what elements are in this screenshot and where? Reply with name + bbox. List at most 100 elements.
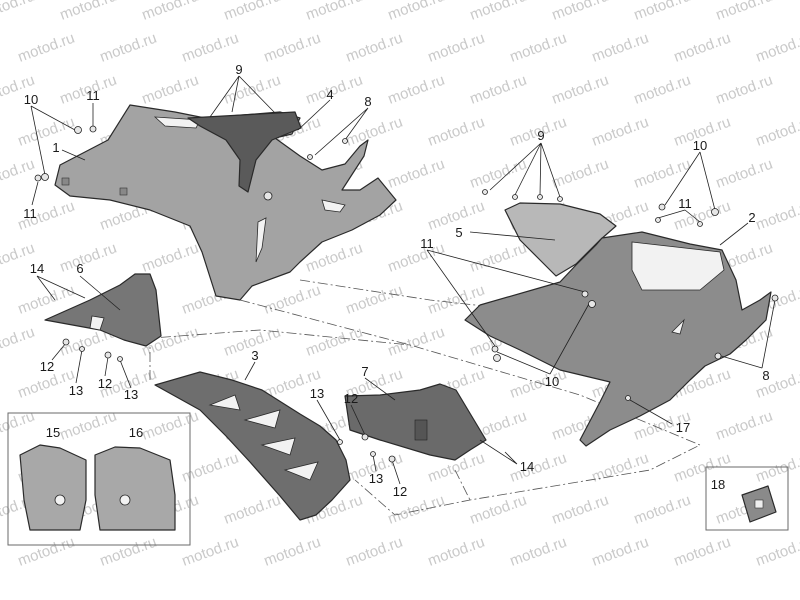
watermark-text: motod.ru xyxy=(16,534,77,570)
callout-label: 12 xyxy=(98,376,112,391)
watermark-text: motod.ru xyxy=(590,30,651,66)
watermark-text: motod.ru xyxy=(386,72,447,108)
callout-label: 13 xyxy=(369,471,383,486)
screw-icon xyxy=(104,351,112,359)
callout-label: 8 xyxy=(762,368,769,383)
watermark-text: motod.ru xyxy=(468,72,529,108)
screw-icon xyxy=(388,455,396,463)
watermark-text: motod.ru xyxy=(386,324,447,360)
callout-label: 15 xyxy=(46,425,60,440)
washer-icon xyxy=(34,174,42,182)
watermark-text: motod.ru xyxy=(590,114,651,150)
washer-icon xyxy=(117,356,123,362)
part-6-left-bracket xyxy=(44,273,162,347)
bolt-icon xyxy=(711,208,719,216)
watermark-text: motod.ru xyxy=(508,450,569,486)
screw-icon xyxy=(361,433,369,441)
fasteners xyxy=(34,125,779,463)
watermark-text: motod.ru xyxy=(344,534,405,570)
watermark-text: motod.ru xyxy=(632,72,693,108)
watermark-text: motod.ru xyxy=(550,492,611,528)
callout-label: 2 xyxy=(748,210,755,225)
watermark-text: motod.ru xyxy=(754,30,800,66)
callout-label: 13 xyxy=(310,386,324,401)
watermark-text: motod.ru xyxy=(58,240,119,276)
callout-label: 7 xyxy=(361,364,368,379)
watermark-text: motod.ru xyxy=(468,492,529,528)
callout-label: 12 xyxy=(344,391,358,406)
watermark-text: motod.ru xyxy=(98,534,159,570)
watermark-text: motod.ru xyxy=(508,30,569,66)
watermark-text: motod.ru xyxy=(754,450,800,486)
watermark-text: motod.ru xyxy=(386,156,447,192)
watermark-text: motod.ru xyxy=(262,534,323,570)
watermark-text: motod.ru xyxy=(632,0,693,24)
assembly-line xyxy=(239,299,701,516)
callout-label: 8 xyxy=(364,94,371,109)
watermark-text: motod.ru xyxy=(180,30,241,66)
watermark-text: motod.ru xyxy=(222,0,283,24)
washer-icon xyxy=(581,290,589,298)
sticker-box-frame xyxy=(7,412,191,546)
watermark-text: motod.ru xyxy=(16,30,77,66)
watermark-text: motod.ru xyxy=(632,492,693,528)
watermark-text: motod.ru xyxy=(0,0,37,24)
watermark-text: motod.ru xyxy=(16,114,77,150)
watermark-text: motod.ru xyxy=(754,114,800,150)
callout-label: 4 xyxy=(326,87,333,102)
watermark-text: motod.ru xyxy=(426,30,487,66)
watermark-text: motod.ru xyxy=(426,534,487,570)
watermark-text: motod.ru xyxy=(754,198,800,234)
watermark-text: motod.ru xyxy=(140,240,201,276)
callout-label: 17 xyxy=(676,420,690,435)
watermark-text: motod.ru xyxy=(754,534,800,570)
assembly-lines xyxy=(124,279,701,516)
bolt-icon xyxy=(588,300,596,308)
callout-label: 16 xyxy=(129,425,143,440)
watermark-text: motod.ru xyxy=(344,282,405,318)
callout-label: 10 xyxy=(24,92,38,107)
part-18-box xyxy=(705,466,789,531)
callout-label: 13 xyxy=(69,383,83,398)
washer-icon xyxy=(512,194,518,200)
sticker-kit-box xyxy=(7,412,191,546)
washer-icon xyxy=(537,194,543,200)
part-7-right-bracket xyxy=(344,383,487,461)
washer-icon xyxy=(89,125,97,133)
watermark-text: motod.ru xyxy=(344,30,405,66)
callout-label: 6 xyxy=(76,261,83,276)
washer-icon xyxy=(655,217,661,223)
watermark-text: motod.ru xyxy=(140,72,201,108)
watermark-text: motod.ru xyxy=(0,156,37,192)
watermark-text: motod.ru xyxy=(632,156,693,192)
washer-icon xyxy=(557,196,563,202)
callouts: 9 4 8 10 11 1 11 9 10 11 2 5 11 14 6 3 1… xyxy=(23,62,769,499)
callout-label: 12 xyxy=(40,359,54,374)
screw-icon xyxy=(307,154,313,160)
callout-label: 11 xyxy=(420,236,434,251)
part-16-sticker xyxy=(94,446,176,531)
watermark-text: motod.ru xyxy=(58,0,119,24)
bolt-icon xyxy=(493,354,501,362)
watermark-text: motod.ru xyxy=(304,72,365,108)
watermark-text: motod.ru xyxy=(714,156,775,192)
watermark-text: motod.ru xyxy=(550,156,611,192)
assembly-line xyxy=(299,279,521,311)
watermark-text: motod.ru xyxy=(98,30,159,66)
watermark-text: motod.ru xyxy=(140,0,201,24)
watermark-text: motod.ru xyxy=(590,534,651,570)
watermark-text: motod.ru xyxy=(508,366,569,402)
washer-icon xyxy=(697,221,703,227)
callout-label: 9 xyxy=(235,62,242,77)
part-3-belly-pan xyxy=(154,371,351,521)
callout-label: 14 xyxy=(30,261,44,276)
watermark-text: motod.ru xyxy=(180,534,241,570)
watermark-text: motod.ru xyxy=(386,240,447,276)
part-15-sticker xyxy=(19,444,87,531)
watermark-text: motod.ru xyxy=(508,534,569,570)
watermark-text: motod.ru xyxy=(672,534,733,570)
callout-label: 11 xyxy=(23,206,37,221)
bolt-icon xyxy=(74,126,82,134)
